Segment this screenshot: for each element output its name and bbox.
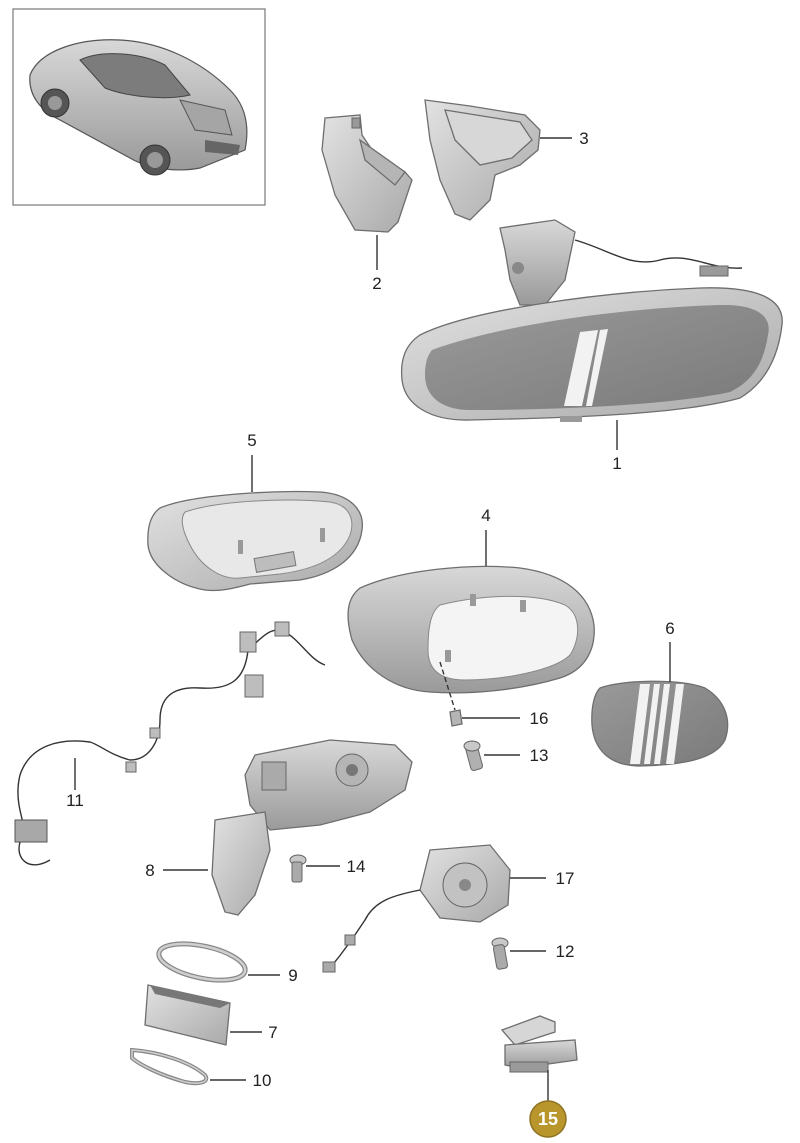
callout-16: 16 (530, 709, 549, 728)
part-14-screw (289, 854, 307, 883)
callout-8: 8 (145, 861, 154, 880)
part-17-motor (322, 844, 511, 973)
callout-15-highlight[interactable]: 15 (529, 1100, 567, 1138)
callout-12: 12 (556, 942, 575, 961)
callout-13: 13 (530, 746, 549, 765)
callout-6: 6 (665, 619, 674, 638)
part-3-trim-cover (424, 99, 541, 221)
part-16-clip (449, 709, 463, 727)
callout-7: 7 (268, 1023, 277, 1042)
callout-labels: 2 3 1 5 4 6 16 13 11 14 8 17 12 9 7 10 (66, 129, 675, 1090)
part-15-control-module (500, 1015, 578, 1073)
part-9-seal-ring (156, 941, 248, 983)
highlight-badge[interactable] (529, 1100, 567, 1138)
part-13-screw (463, 740, 483, 771)
callout-4: 4 (481, 506, 490, 525)
part-11-wiring-harness (14, 621, 326, 866)
callout-1: 1 (612, 454, 621, 473)
leader-lines (74, 137, 671, 1102)
car-image (29, 39, 248, 176)
callout-15[interactable]: 15 (538, 1109, 558, 1129)
part-10-frame-gasket (130, 1047, 209, 1086)
callout-2: 2 (372, 274, 381, 293)
vehicle-thumbnail (12, 8, 266, 206)
callout-14: 14 (347, 857, 366, 876)
part-5-mirror-cap (147, 490, 363, 592)
callout-11: 11 (66, 791, 84, 810)
part-7-lamp-cover (144, 984, 231, 1046)
callout-17: 17 (556, 869, 575, 888)
part-8-mirror-bracket (211, 739, 413, 916)
callout-9: 9 (288, 966, 297, 985)
part-12-screw (491, 937, 509, 970)
part-2-trim-cover (321, 114, 413, 233)
part-1-rearview-mirror (400, 219, 783, 422)
callout-10: 10 (253, 1071, 272, 1090)
part-4-mirror-housing (347, 565, 595, 694)
part-6-mirror-glass (591, 680, 729, 767)
callout-3: 3 (579, 129, 588, 148)
callout-5: 5 (247, 431, 256, 450)
